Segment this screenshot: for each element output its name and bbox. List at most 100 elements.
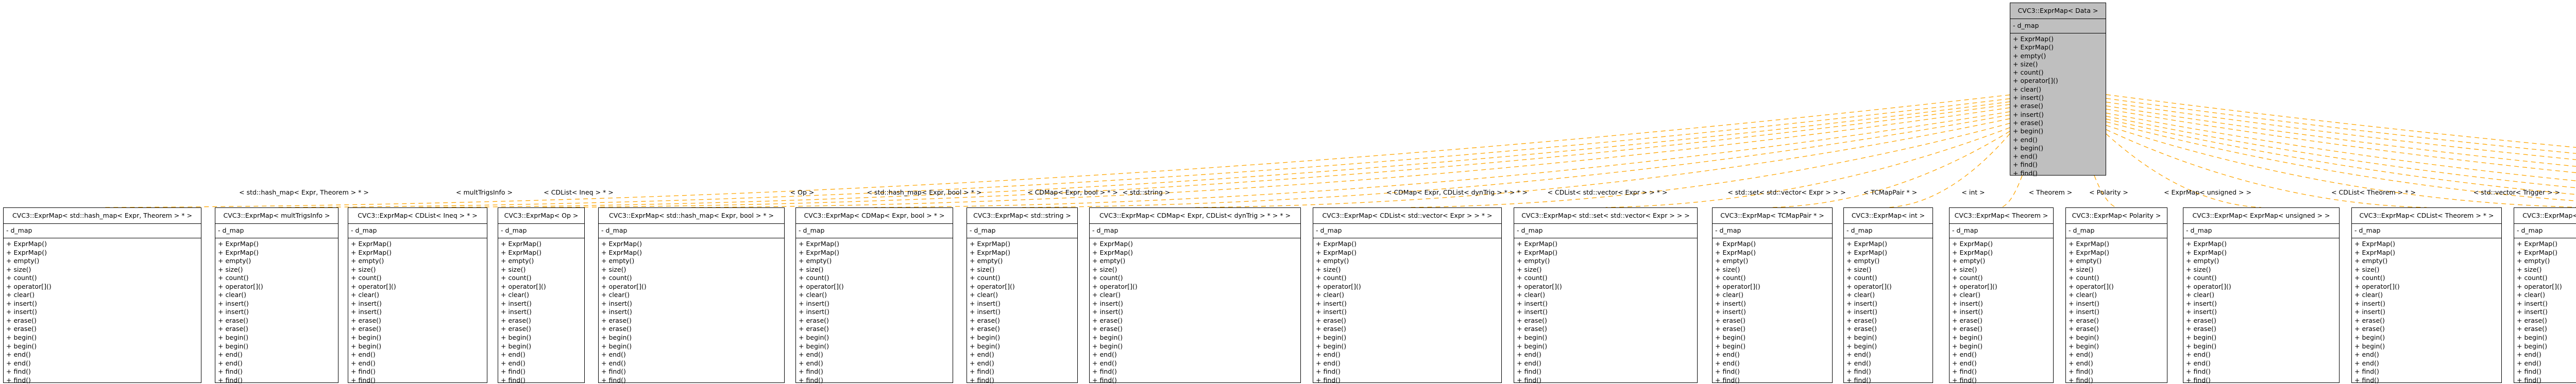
class-method: + insert() [2517, 308, 2548, 316]
class-method-list: + ExprMap()+ ExprMap()+ empty()+ size()+… [2514, 238, 2576, 384]
class-method: + erase() [2069, 325, 2099, 333]
instantiation-class-node[interactable]: CVC3::ExprMap< TCMapPair * >- d_map+ Exp… [1712, 207, 1833, 384]
class-method: + insert() [2517, 299, 2548, 307]
instantiation-class-node[interactable]: CVC3::ExprMap< std::hash_map< Expr, bool… [598, 207, 785, 384]
class-method: + end() [1092, 351, 1117, 359]
class-method: + ExprMap() [1316, 240, 1357, 248]
class-method-list: + ExprMap()+ ExprMap()+ empty()+ size()+… [1950, 238, 2053, 384]
instantiation-class-node[interactable]: CVC3::ExprMap< Polarity >- d_map+ ExprMa… [2065, 207, 2167, 384]
instantiation-class-node[interactable]: CVC3::ExprMap< std::hash_map< Expr, Theo… [3, 207, 201, 384]
class-method: + insert() [2186, 299, 2217, 307]
class-method: + find() [351, 376, 376, 384]
class-method: + end() [2354, 351, 2379, 359]
template-instantiation-edge [2098, 114, 2576, 195]
class-method: + begin() [2186, 334, 2217, 342]
class-method: + insert() [1517, 299, 1548, 307]
instantiation-class-node[interactable]: CVC3::ExprMap< CDList< Theorem > * >- d_… [2351, 207, 2502, 384]
edge-label: < std::hash_map< Expr, Theorem > * > [239, 188, 369, 196]
class-attribute: - d_map [4, 224, 201, 238]
class-method: + count() [2354, 274, 2385, 282]
class-method: + operator[]() [6, 282, 52, 290]
class-method-list: + ExprMap()+ ExprMap()+ empty()+ size()+… [498, 238, 584, 384]
class-method: + begin() [501, 342, 532, 350]
class-method: + ExprMap() [601, 248, 642, 256]
class-method: + end() [501, 359, 526, 367]
class-method: + begin() [1952, 342, 1983, 350]
class-method: + erase() [6, 316, 37, 324]
class-method: + end() [1715, 351, 1740, 359]
class-method: + clear() [799, 291, 827, 299]
instantiation-class-node[interactable]: CVC3::ExprMap< CDList< Ineq > * >- d_map… [348, 207, 487, 384]
class-method: + empty() [1952, 257, 1986, 265]
class-method: + empty() [601, 257, 635, 265]
instantiation-class-node[interactable]: CVC3::ExprMap< std::string >- d_map+ Exp… [967, 207, 1078, 384]
class-method: + end() [601, 351, 626, 359]
class-method: + ExprMap() [2354, 248, 2395, 256]
class-method: + begin() [1092, 334, 1123, 342]
class-method: + find() [1316, 376, 1341, 384]
class-method: + find() [1517, 376, 1541, 384]
class-node-title: CVC3::ExprMap< CDList< Ineq > * > [348, 208, 487, 224]
class-method: + erase() [1715, 325, 1745, 333]
class-method: + begin() [1316, 334, 1347, 342]
instantiation-class-node[interactable]: CVC3::ExprMap< int >- d_map+ ExprMap()+ … [1843, 207, 1933, 384]
instantiation-class-node[interactable]: CVC3::ExprMap< multTrigsInfo >- d_map+ E… [215, 207, 338, 384]
class-method: + end() [1517, 351, 1541, 359]
class-attribute: - d_map [796, 224, 953, 238]
class-method: + insert() [1316, 299, 1347, 307]
class-method: + find() [2354, 376, 2379, 384]
class-method: + erase() [799, 316, 829, 324]
class-method: + end() [6, 351, 31, 359]
class-method: + end() [1952, 351, 1977, 359]
class-method: + count() [1715, 274, 1746, 282]
instantiation-class-node[interactable]: CVC3::ExprMap< Theorem >- d_map+ ExprMap… [1949, 207, 2054, 384]
template-instantiation-edge [1407, 118, 2018, 208]
class-node-title: CVC3::ExprMap< Polarity > [2066, 208, 2167, 224]
template-class-node[interactable]: CVC3::ExprMap< Data >- d_map+ ExprMap()+… [2010, 3, 2106, 177]
class-method: + begin() [2186, 342, 2217, 350]
class-method-list: + ExprMap()+ ExprMap()+ empty()+ size()+… [1090, 238, 1300, 384]
class-node-title: CVC3::ExprMap< std::hash_map< Expr, bool… [599, 208, 784, 224]
class-method: + count() [218, 274, 249, 282]
class-method: + insert() [970, 308, 1001, 316]
class-method: + clear() [501, 291, 530, 299]
class-method: + count() [1952, 274, 1983, 282]
class-method: + find() [1952, 376, 1977, 384]
class-method: + clear() [1952, 291, 1981, 299]
class-method: + clear() [1846, 291, 1875, 299]
class-method: + operator[]() [2013, 77, 2058, 85]
class-method: + ExprMap() [1715, 248, 1756, 256]
class-method: + ExprMap() [799, 248, 839, 256]
class-method: + ExprMap() [2069, 240, 2109, 248]
template-instantiation-edge [1605, 123, 2018, 208]
class-method: + insert() [218, 308, 249, 316]
instantiation-class-node[interactable]: CVC3::ExprMap< std::vector< Trigger > >-… [2514, 207, 2576, 384]
class-method: + erase() [1517, 316, 1547, 324]
instantiation-class-node[interactable]: CVC3::ExprMap< CDList< std::vector< Expr… [1313, 207, 1502, 384]
class-attribute: - d_map [348, 224, 487, 238]
class-method: + clear() [2069, 291, 2097, 299]
class-method-list: + ExprMap()+ ExprMap()+ empty()+ size()+… [967, 238, 1077, 384]
class-method: + erase() [2069, 316, 2099, 324]
edge-label: < std::hash_map< Expr, bool > * > [867, 188, 982, 196]
instantiation-class-node[interactable]: CVC3::ExprMap< ExprMap< unsigned > >- d_… [2183, 207, 2340, 384]
class-method: + begin() [501, 334, 532, 342]
instantiation-class-node[interactable]: CVC3::ExprMap< Op >- d_map+ ExprMap()+ E… [498, 207, 585, 384]
class-method: + operator[]() [970, 282, 1015, 290]
class-method: + empty() [1715, 257, 1749, 265]
class-method: + begin() [218, 334, 249, 342]
class-method: + operator[]() [1517, 282, 1562, 290]
class-attribute: - d_map [1713, 224, 1832, 238]
class-method: + erase() [351, 325, 381, 333]
class-method: + empty() [351, 257, 384, 265]
class-method: + empty() [2186, 257, 2219, 265]
template-instantiation-edge [2098, 120, 2576, 208]
template-instantiation-edge [874, 108, 2017, 208]
instantiation-class-node[interactable]: CVC3::ExprMap< CDMap< Expr, bool > * >- … [795, 207, 953, 384]
class-method: + begin() [1846, 342, 1877, 350]
class-method: + operator[]() [1846, 282, 1892, 290]
class-attribute: - d_map [1514, 224, 1697, 238]
instantiation-class-node[interactable]: CVC3::ExprMap< std::set< std::vector< Ex… [1514, 207, 1698, 384]
template-instantiation-edge [102, 91, 2017, 208]
instantiation-class-node[interactable]: CVC3::ExprMap< CDMap< Expr, CDList< dynT… [1089, 207, 1301, 384]
